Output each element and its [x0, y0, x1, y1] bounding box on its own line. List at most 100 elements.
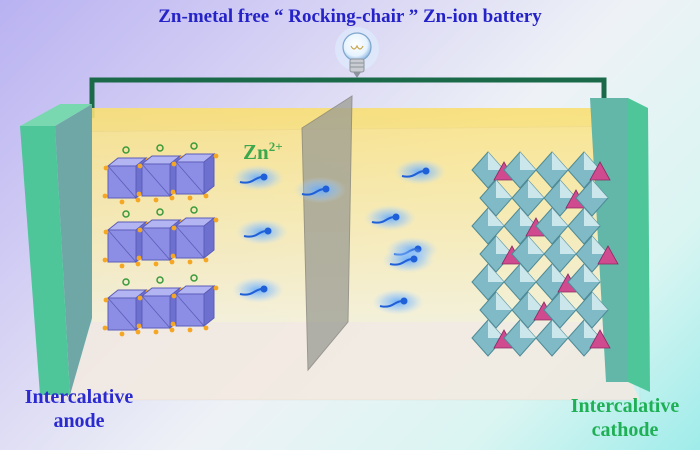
crystal-atom: [169, 259, 175, 265]
crystal-atom: [119, 199, 125, 205]
anode-crystal-unit: [102, 288, 151, 337]
zn-ion-tail: [239, 288, 263, 296]
zn-ion: [294, 177, 346, 203]
zn-ion-core: [260, 173, 268, 181]
crystal-face-side: [203, 284, 215, 328]
octahedron-highlight: [520, 320, 536, 338]
zn-ion-core: [410, 255, 418, 263]
crystal-atom: [171, 161, 177, 167]
zn-ion-tail: [389, 258, 413, 266]
octahedron-highlight: [552, 152, 568, 170]
crystal-atom: [170, 321, 176, 327]
zn-ion-tail: [301, 188, 325, 196]
octahedron-highlight: [592, 180, 608, 198]
crystal-edge: [141, 295, 171, 329]
crystal-atom: [137, 227, 143, 233]
zn-ions: [232, 159, 446, 315]
zn-ion-core: [392, 213, 400, 221]
crystal-atom: [213, 153, 219, 159]
zn-ion: [364, 205, 416, 231]
zn-ion: [236, 219, 288, 245]
octahedron-highlight: [552, 264, 568, 282]
crystal-atom: [136, 191, 142, 197]
crystal-face-side: [203, 152, 215, 196]
zn-ion-tail: [371, 216, 395, 224]
crystal-edge: [107, 297, 137, 331]
octahedron-highlight: [496, 180, 512, 198]
zn-ion-core: [422, 167, 430, 175]
crystal-atom: [187, 195, 193, 201]
crystal-atom: [203, 325, 209, 331]
crystal-atom: [171, 293, 177, 299]
intercalated-zn-ion: [156, 208, 164, 216]
octahedron-highlight: [488, 320, 504, 338]
octahedron-highlight: [552, 320, 568, 338]
zn-ion-core: [322, 185, 330, 193]
octahedron-highlight: [584, 320, 600, 338]
octahedron-highlight: [552, 208, 568, 226]
crystal-atom: [103, 165, 109, 171]
crystal-edge: [175, 161, 205, 195]
octahedron-highlight: [528, 236, 544, 254]
intercalated-zn-ion: [190, 206, 198, 214]
intercalated-zn-ion: [190, 274, 198, 282]
crystal-atom: [137, 163, 143, 169]
crystal-atom: [169, 195, 175, 201]
zn-ion-core: [264, 227, 272, 235]
crystal-atom: [135, 261, 141, 267]
crystal-atom: [169, 327, 175, 333]
crystal-atom: [103, 297, 109, 303]
anode-electrode: [20, 104, 92, 395]
anode-crystal-unit: [102, 156, 151, 205]
intercalated-zn-ion: [156, 276, 164, 284]
octahedron-highlight: [592, 292, 608, 310]
zn-ion-core: [260, 285, 268, 293]
cathode-tetrahedron: [597, 245, 619, 265]
zn-ion: [232, 165, 284, 191]
zn-ion-label-base: Zn: [243, 140, 269, 164]
anode-label-line2: anode: [53, 410, 105, 432]
zn-ion: [372, 289, 424, 315]
octahedron-highlight: [520, 152, 536, 170]
crystal-atom: [203, 257, 209, 263]
zn-ion-tail: [379, 300, 403, 308]
zn-ion-label-charge: 2+: [268, 139, 283, 154]
light-bulb-icon: [335, 27, 379, 78]
separator-membrane: [301, 95, 353, 372]
crystal-atom: [203, 193, 209, 199]
external-wire: [89, 77, 607, 118]
intercalated-zn-ion: [122, 210, 130, 218]
crystal-atom: [170, 253, 176, 259]
anode-host-crystals: [102, 142, 219, 337]
zn-ion-label: Zn2+: [243, 139, 283, 165]
crystal-atom: [135, 329, 141, 335]
octahedron-highlight: [584, 264, 600, 282]
intercalated-zn-ion: [122, 146, 130, 154]
zn-ion-tail: [401, 170, 425, 178]
anode-crystal-unit: [170, 152, 219, 201]
zn-ion-tail: [239, 176, 263, 184]
cathode-tetrahedron: [589, 161, 611, 181]
octahedron-highlight: [560, 236, 576, 254]
crystal-atom: [213, 217, 219, 223]
cathode-host-framework: [471, 151, 619, 357]
crystal-atom: [153, 261, 159, 267]
intercalated-zn-ion: [156, 144, 164, 152]
anode-label-line1: Intercalative: [24, 386, 134, 408]
zn-ion: [382, 247, 434, 273]
crystal-atom: [102, 257, 108, 263]
crystal-atom: [136, 323, 142, 329]
diagram-title: Zn-metal free “ Rocking-chair ” Zn-ion b…: [158, 6, 542, 27]
intercalated-zn-ion: [190, 142, 198, 150]
crystal-atom: [213, 285, 219, 291]
crystal-atom: [170, 189, 176, 195]
octahedron-highlight: [488, 264, 504, 282]
crystal-edge: [107, 165, 137, 199]
octahedron-highlight: [584, 152, 600, 170]
cathode-label-line2: cathode: [591, 419, 659, 441]
anode-crystal-unit: [170, 216, 219, 265]
octahedron-highlight: [560, 180, 576, 198]
